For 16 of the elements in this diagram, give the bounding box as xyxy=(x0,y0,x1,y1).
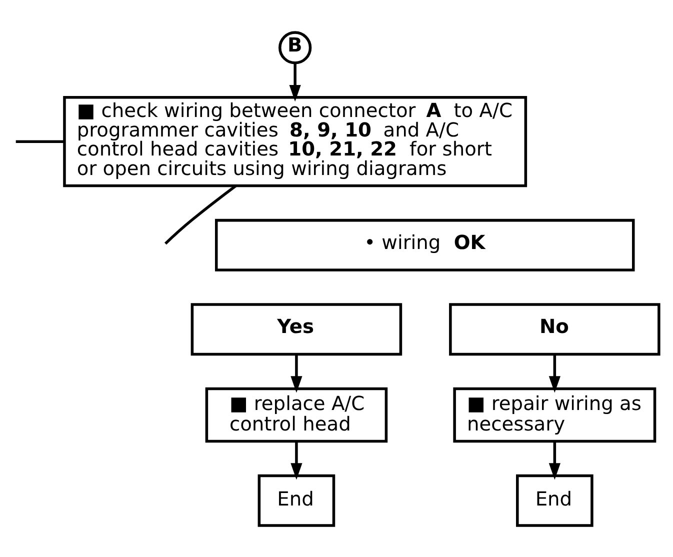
node-box: • wiring OK xyxy=(215,218,635,271)
arrow xyxy=(548,440,560,480)
node-box: End xyxy=(516,474,594,526)
connector xyxy=(164,184,237,244)
node-box: ■ replace A/C control head xyxy=(205,386,388,442)
arrow xyxy=(548,354,560,392)
arrow xyxy=(289,62,301,102)
node-box: ■ repair wiring as necessary xyxy=(453,386,656,442)
node-box: End xyxy=(258,474,336,526)
node-circle: B xyxy=(278,30,312,64)
arrow xyxy=(290,440,302,480)
node-box: Yes xyxy=(190,302,402,356)
connector xyxy=(16,140,64,142)
node-box: ■ check wiring between connector A to A/C programmer cavities 8, 9, 10 and A/C control head cavities 10, 21, 22 for short or open circuits using wiring diagrams xyxy=(63,96,528,187)
arrow xyxy=(290,354,302,392)
node-box: No xyxy=(449,302,660,356)
